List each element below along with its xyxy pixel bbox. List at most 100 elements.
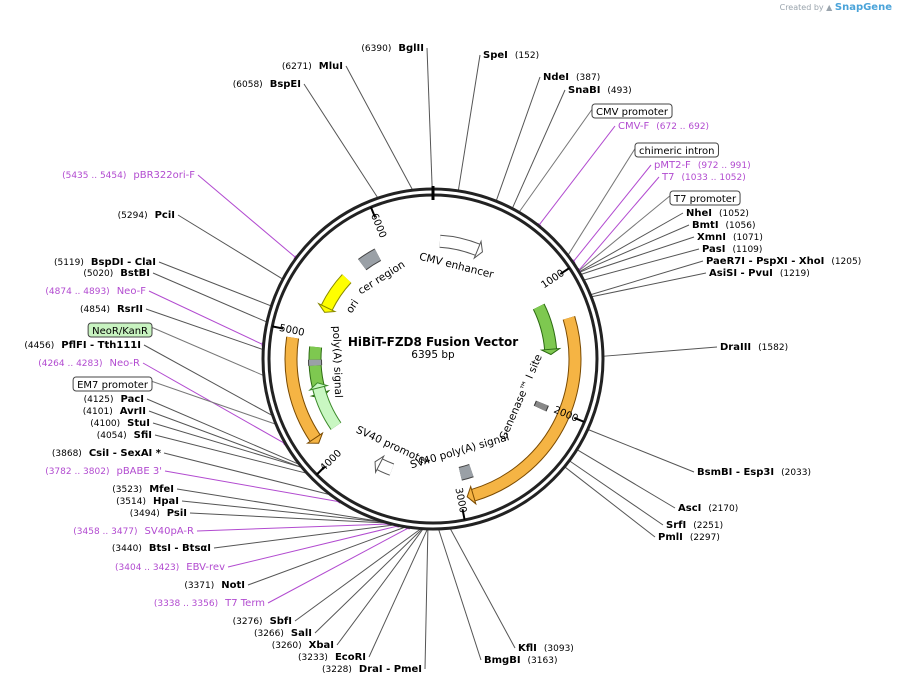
site-draiii-leader [603, 346, 718, 357]
site-drai-pmei-leader [424, 529, 429, 670]
site-label-bspdi-clai: (5119)BspDI - ClaI [54, 257, 156, 268]
site-pasi-leader [584, 248, 700, 281]
tick-mark-6000 [370, 206, 377, 218]
feature-label-poly-signal: poly(A) signal [330, 326, 344, 398]
site-label-pasi: PasI(1109) [702, 244, 762, 255]
feature-body [534, 400, 548, 412]
site-label-noti: (3371) NotI [184, 580, 245, 591]
primer-label-t7: T7(1033 .. 1052) [661, 172, 746, 183]
primer-t7-leader [578, 176, 660, 271]
site-name: BstBI [120, 268, 150, 279]
plasmid-length: 6395 bp [411, 349, 455, 361]
site-label-bspei: (6058)BspEI [233, 79, 301, 90]
site-pflfi-tth111i-leader [143, 344, 272, 416]
site-coord: (5119) [54, 258, 84, 268]
primer-name: pBR322ori-F [133, 170, 195, 181]
feature-body [313, 386, 341, 430]
site-coord: (4456) [24, 341, 54, 351]
feature-box-frame [591, 103, 673, 119]
feature-label-ori: ori [344, 298, 362, 316]
primer-t7-term-leader [267, 527, 409, 604]
tick-mark-5000 [272, 325, 284, 330]
feature-body [471, 316, 581, 501]
primer-coord: (3458 .. 3477) [73, 527, 137, 537]
feature-body [358, 249, 381, 270]
site-label-bmgbi: BmgBI(3163) [484, 655, 557, 666]
box-t7-promoter-leader [578, 194, 672, 271]
site-label-rsrii: (4854)RsrII [80, 304, 143, 315]
site-name: PaeR7I - PspXI - XhoI [706, 256, 824, 267]
site-name: BsmBI - Esp3I [697, 467, 774, 478]
tick-label-1000: 1000 [539, 268, 566, 291]
feature-body [321, 274, 351, 311]
primer-name: SV40pA-R [145, 526, 194, 537]
tick-mark-3000 [461, 508, 466, 521]
site-name: EcoRI [335, 652, 366, 663]
site-coord: (3233) [298, 653, 328, 663]
primer-ebv-rev-leader [227, 525, 398, 568]
feature-neor-kanr [284, 336, 324, 444]
primer-label-neo-f: (4874 .. 4893)Neo-F [45, 286, 146, 297]
site-name: KflI [518, 643, 537, 654]
primer-coord: (4874 .. 4893) [45, 287, 109, 297]
site-label-snabi: SnaBI(493) [568, 85, 632, 96]
site-coord: (4101) [83, 407, 113, 417]
site-coord: (387) [576, 73, 600, 83]
feature-box-label: chimeric intron [639, 146, 714, 157]
site-coord: (3371) [184, 581, 214, 591]
site-label-pflfi-tth111i: (4456) PflFI - Tth111I [24, 340, 141, 351]
site-name: PmlI [658, 532, 683, 543]
site-asisi-pvui-leader [592, 272, 707, 298]
site-name: NotI [221, 580, 245, 591]
site-label-sfii: (4054)SfiI [97, 430, 152, 441]
site-name: NheI [686, 208, 712, 219]
site-name: StuI [127, 418, 150, 429]
site-coord: (6390) [361, 44, 391, 54]
site-bmgbi-leader [438, 529, 482, 661]
site-label-draiii: DraIII(1582) [720, 342, 788, 353]
feature-label-cmv-enhancer: CMV enhancer [418, 251, 496, 281]
site-label-psii: (3494)PsiI [130, 508, 187, 519]
feature-box-frame [72, 376, 153, 392]
site-label-xbai: (3260)XbaI [272, 640, 334, 651]
feature-body [285, 336, 320, 442]
feature-label-genenase-i-site: Genenase™ I site [497, 353, 545, 442]
site-name: BtsI - BtsαI [149, 543, 211, 554]
primer-label-neo-r: (4264 .. 4283)Neo-R [38, 358, 140, 369]
site-name: NdeI [543, 72, 569, 83]
site-name: PflFI - Tth111I [61, 340, 141, 351]
site-name: CsiI - SexAI * [89, 448, 162, 459]
site-label-bmti: BmtI(1056) [692, 220, 755, 231]
feature-arrowhead [308, 382, 330, 391]
site-name: SpeI [483, 50, 508, 61]
site-label-xmni: XmnI(1071) [697, 232, 763, 243]
site-coord: (3163) [528, 656, 558, 666]
site-btsi-bts-i-leader [213, 524, 393, 549]
tick-label-6000: 6000 [368, 212, 388, 240]
feature-cmv-enhancer: CMV enhancer [418, 234, 496, 281]
site-kfli-leader [450, 528, 516, 649]
site-name: PasI [702, 244, 725, 255]
site-name: MluI [319, 61, 343, 72]
credit-brand: SnapGene [834, 2, 892, 13]
site-snabi-leader [512, 89, 566, 208]
feature-sv40-poly-a-signal: SV40 poly(A) signal [409, 431, 511, 481]
feature-label-sv40-promoter: SV40 promoter [354, 424, 432, 469]
site-name: SalI [291, 628, 312, 639]
feature-box-label: NeoR/KanR [92, 326, 148, 337]
primer-name: T7 Term [224, 598, 265, 609]
site-label-asci: AscI(2170) [678, 503, 738, 514]
feature-box-frame [634, 142, 719, 158]
site-coord: (1052) [719, 209, 749, 219]
site-label-kfli: KflI(3093) [518, 643, 574, 654]
primer-coord: (3782 .. 3802) [45, 467, 109, 477]
primer-name: pBABE 3' [116, 466, 162, 477]
box-cmv-promoter-leader [519, 107, 594, 212]
site-label-mfei: (3523)MfeI [112, 484, 174, 495]
site-bspdi-clai-leader [158, 261, 271, 307]
feature-box-label: T7 promoter [673, 194, 737, 205]
site-name: XmnI [697, 232, 726, 243]
leader-lines [142, 47, 718, 670]
